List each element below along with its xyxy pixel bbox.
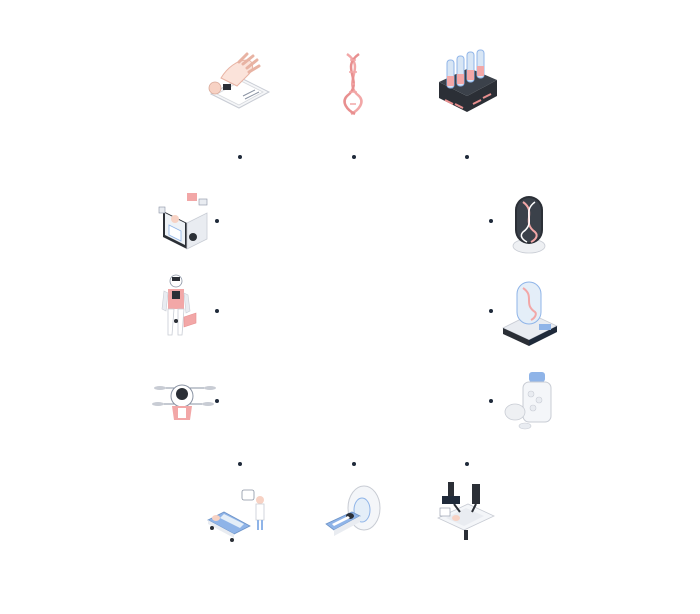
hospital-bed-icon — [204, 480, 274, 550]
connector-dot — [465, 155, 469, 159]
connector-dot — [465, 462, 469, 466]
connector-dot — [489, 399, 493, 403]
connector-dot — [238, 462, 242, 466]
connector-dot — [215, 219, 219, 223]
dna-capsule-icon — [495, 190, 565, 260]
dna-helix-icon — [319, 48, 389, 118]
medical-drone-icon — [150, 368, 220, 438]
connector-dot — [489, 219, 493, 223]
robotic-surgery-icon — [432, 478, 502, 548]
medicine-bottle-icon — [495, 366, 565, 436]
telemedicine-doctor-icon — [153, 185, 223, 255]
connector-dot — [238, 155, 242, 159]
connector-dot — [352, 462, 356, 466]
dna-analyzer-icon — [495, 278, 565, 348]
connector-dot — [215, 399, 219, 403]
mri-scanner-icon — [320, 478, 390, 548]
hand-scan-icon — [203, 48, 273, 118]
connector-dot — [215, 309, 219, 313]
connector-dot — [489, 309, 493, 313]
test-tube-rack-icon — [433, 46, 503, 116]
connector-dot — [352, 155, 356, 159]
humanoid-robot-icon — [150, 273, 220, 343]
